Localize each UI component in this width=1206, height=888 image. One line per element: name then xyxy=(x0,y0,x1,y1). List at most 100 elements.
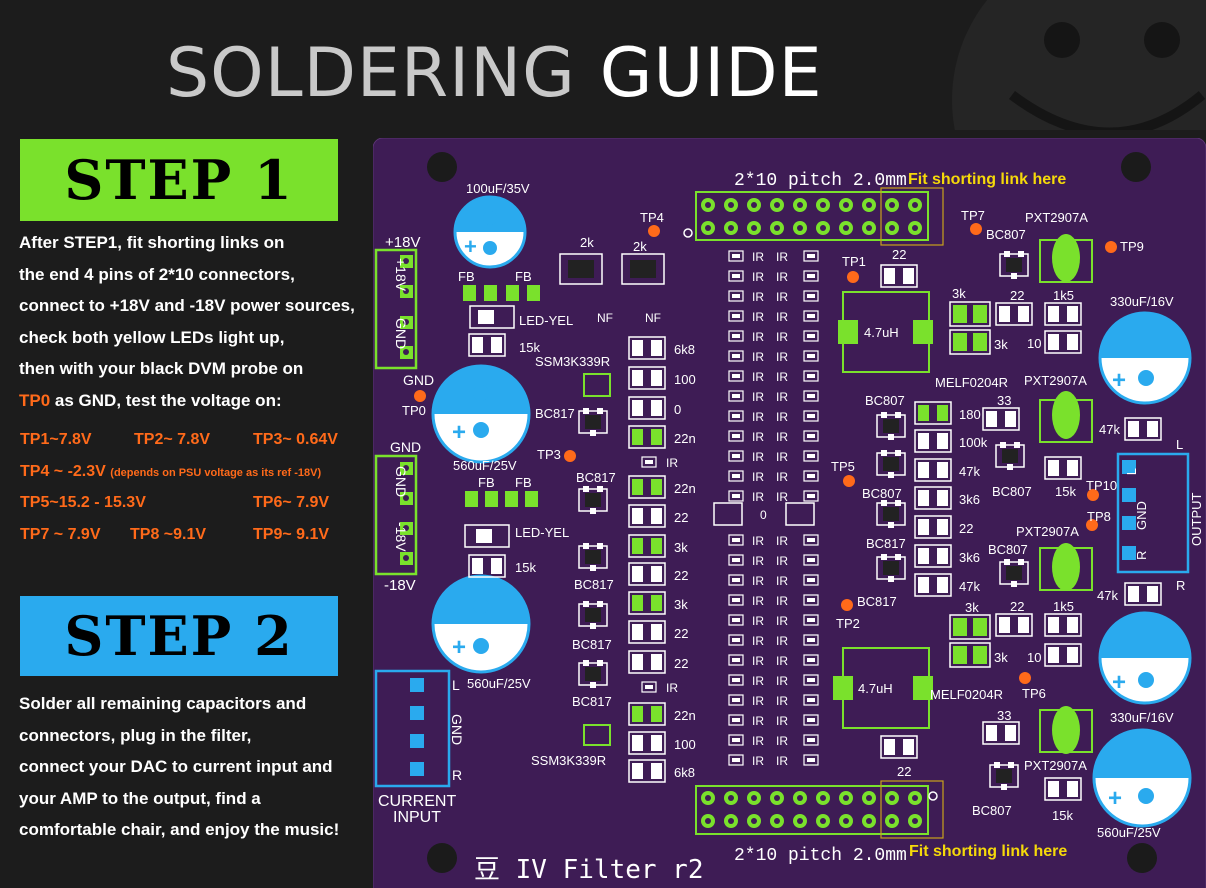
bc807-label: BC807 xyxy=(986,227,1026,242)
step2-line: your AMP to the output, find a xyxy=(19,788,261,808)
r100-label: 100 xyxy=(674,372,696,387)
output-gnd-label: GND xyxy=(1134,501,1149,530)
bc807-label: BC807 xyxy=(988,542,1028,557)
tp10-label: TP10 xyxy=(1086,478,1117,493)
bc817-label: BC817 xyxy=(574,577,614,592)
pxt2907a-label: PXT2907A xyxy=(1016,524,1079,539)
pxt2907a-label: PXT2907A xyxy=(1024,373,1087,388)
pcb-board-render: 2*10 pitch 2.0mm Fit shorting link here … xyxy=(373,138,1206,888)
step1-line-gnd: TP0 as GND, test the voltage on: xyxy=(19,390,282,410)
step2-line: connectors, plug in the filter, xyxy=(19,725,252,745)
r6k8-label: 6k8 xyxy=(674,765,695,780)
gnd-label-2: GND xyxy=(390,439,421,455)
nf-label: NF xyxy=(597,311,613,325)
svg-text:+: + xyxy=(464,234,477,259)
tp3-label: TP3 xyxy=(537,447,561,462)
conn-top-label-1: +18V xyxy=(393,258,409,292)
melf-label: MELF0204R xyxy=(935,375,1008,390)
r22-label: 22 xyxy=(1010,599,1024,614)
tp6-label: TP6 xyxy=(1022,686,1046,701)
input-r-label: R xyxy=(452,767,462,783)
tp5-label: TP5 xyxy=(831,459,855,474)
header-top-label: 2*10 pitch 2.0mm xyxy=(734,171,907,191)
out-l-label: L xyxy=(1176,437,1183,452)
c22n-label: 22n xyxy=(674,431,696,446)
inductor-1-label: 4.7uH xyxy=(864,325,899,340)
r22-label: 22 xyxy=(674,656,688,671)
reading-tp6: TP6~ 7.9V xyxy=(253,494,330,511)
conn-mid-label-2: -18V xyxy=(393,522,409,552)
out-r-label: R xyxy=(1176,578,1185,593)
r22-label: 22 xyxy=(897,764,911,779)
r47k-label: 47k xyxy=(1097,588,1118,603)
step1-heading: STEP 1 xyxy=(20,139,338,221)
reading-tp5: TP5~15.2 - 15.3V xyxy=(20,494,146,511)
bc817-label: BC817 xyxy=(572,637,612,652)
reading-tp4: TP4 ~ -2.3V (depends on PSU voltage as i… xyxy=(20,463,322,480)
cap-330uf-a-label: 330uF/16V xyxy=(1110,294,1174,309)
cap-560uf-a-label: 560uF/25V xyxy=(453,458,517,473)
tp4-label: TP4 xyxy=(640,210,664,225)
bc817-label: BC817 xyxy=(576,470,616,485)
r47k-label: 47k xyxy=(959,464,980,479)
reading-tp2: TP2~ 7.8V xyxy=(134,431,211,448)
nf-label: NF xyxy=(645,311,661,325)
bc807-label: BC807 xyxy=(992,484,1032,499)
reading-tp7: TP7 ~ 7.9V xyxy=(20,526,101,543)
r15k-label: 15k xyxy=(519,340,540,355)
cap-330uf-b-label: 330uF/16V xyxy=(1110,710,1174,725)
r10-label: 10 xyxy=(1027,336,1041,351)
svg-text:+: + xyxy=(1112,669,1126,696)
step1-instructions: After STEP1, fit shorting links on the e… xyxy=(19,227,355,416)
bc817-label: BC817 xyxy=(857,594,897,609)
svg-text:+: + xyxy=(1108,785,1122,812)
smiley-watermark xyxy=(952,0,1206,130)
r22-label: 22 xyxy=(959,521,973,536)
tp1-label: TP1 xyxy=(842,254,866,269)
board-name: 豆 IV Filter r2 xyxy=(474,855,704,885)
melf-label: MELF0204R xyxy=(930,687,1003,702)
tp8-label: TP8 xyxy=(1087,509,1111,524)
r22-label: 22 xyxy=(1010,288,1024,303)
r3k-label: 3k xyxy=(674,540,688,555)
output-r-label: R xyxy=(1134,551,1149,560)
svg-text:+: + xyxy=(452,419,466,446)
reading-tp3: TP3~ 0.64V xyxy=(253,431,338,448)
r1k5-label: 1k5 xyxy=(1053,288,1074,303)
r22-label: 22 xyxy=(892,247,906,262)
conn-top-label-2: GND xyxy=(393,318,409,349)
pxt2907a-label: PXT2907A xyxy=(1025,210,1088,225)
fb-label: FB xyxy=(458,269,475,284)
r2k-label: 2k xyxy=(633,239,647,254)
pxt2907a-label: PXT2907A xyxy=(1024,758,1087,773)
step1-line: After STEP1, fit shorting links on xyxy=(19,233,285,252)
r3k6-label: 3k6 xyxy=(959,492,980,507)
step1-line: the end 4 pins of 2*10 connectors, xyxy=(19,264,295,284)
cap-560uf-c-label: 560uF/25V xyxy=(1097,825,1161,840)
reading-tp1: TP1~7.8V xyxy=(20,431,92,448)
bc817-label: BC817 xyxy=(572,694,612,709)
r0-bridge-label: 0 xyxy=(760,508,767,522)
r3k-label: 3k xyxy=(994,650,1008,665)
bc817-label: BC817 xyxy=(866,536,906,551)
tp0-ref: TP0 xyxy=(19,390,51,410)
gnd-label: GND xyxy=(403,372,434,388)
r0-label: 0 xyxy=(674,402,681,417)
current-input-label-1: CURRENT xyxy=(378,793,456,810)
r3k-label: 3k xyxy=(994,337,1008,352)
step1-line: check both yellow LEDs light up, xyxy=(19,327,285,347)
step2-heading: STEP 2 xyxy=(20,596,338,676)
bc817-label: BC817 xyxy=(535,406,575,421)
r22-label: 22 xyxy=(674,568,688,583)
bc807-label: BC807 xyxy=(862,486,902,501)
r1k5-label: 1k5 xyxy=(1053,599,1074,614)
tp0-label: TP0 xyxy=(402,403,426,418)
cap-560uf-b-label: 560uF/25V xyxy=(467,676,531,691)
r47k-label: 47k xyxy=(1099,422,1120,437)
svg-text:+: + xyxy=(452,634,466,661)
inductor-2-label: 4.7uH xyxy=(858,681,893,696)
r47k-label: 47k xyxy=(959,579,980,594)
output-label: OUTPUT xyxy=(1189,493,1204,547)
step2-line: Solder all remaining capacitors and xyxy=(19,694,307,713)
step1-line: connect to +18V and -18V power sources, xyxy=(19,296,355,315)
